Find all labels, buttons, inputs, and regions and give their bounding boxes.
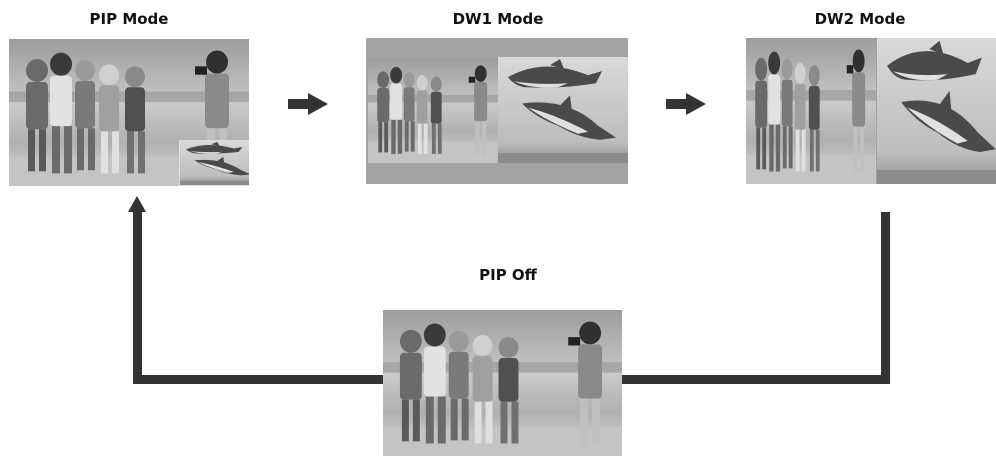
- pip-mode-screen: [9, 39, 249, 186]
- dw2-mode-screen: [746, 38, 996, 184]
- dw1-mode-screen: [366, 38, 628, 184]
- children-photo: [746, 38, 876, 184]
- dw1-right-window: [498, 57, 628, 163]
- pip-subwindow: [179, 140, 249, 186]
- arrow-pip-to-dw1: [288, 93, 328, 115]
- pip-off-screen: [383, 310, 622, 456]
- pip-mode-label: PIP Mode: [89, 10, 169, 28]
- dw2-right-window: [877, 38, 996, 184]
- dw2-left-window: [746, 38, 876, 184]
- children-photo: [368, 57, 498, 163]
- dolphin-photo: [180, 141, 249, 185]
- dolphin-photo: [877, 38, 996, 184]
- dolphin-photo: [498, 57, 628, 163]
- line-pip-off-to-pip: [128, 196, 383, 384]
- line-dw2-to-pip-off: [622, 212, 890, 384]
- arrow-dw1-to-dw2: [666, 93, 706, 115]
- dw2-mode-label: DW2 Mode: [814, 10, 906, 28]
- dw1-mode-label: DW1 Mode: [452, 10, 544, 28]
- pip-off-label: PIP Off: [479, 266, 537, 284]
- dw1-left-window: [368, 57, 498, 163]
- children-photo: [383, 310, 622, 456]
